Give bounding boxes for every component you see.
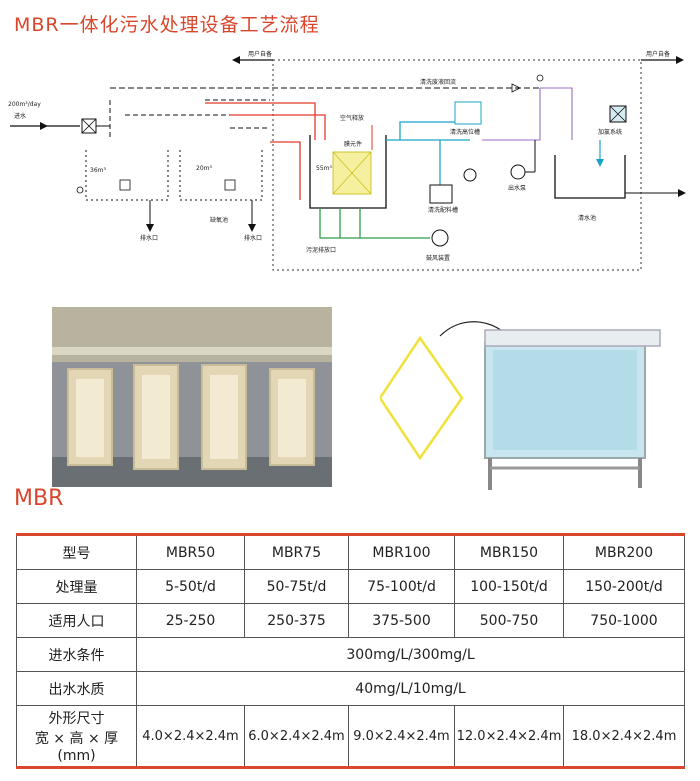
dimensions-label-line1: 外形尺寸	[48, 711, 105, 727]
wash-prep-tank-label: 清洗配料槽	[428, 206, 458, 214]
row-label-dimensions: 外形尺寸 宽 × 高 × 厚 (mm)	[16, 705, 137, 769]
page-title: MBR一体化污水处理设备工艺流程	[14, 14, 320, 36]
capacity-cell: 5-50t/d	[136, 569, 245, 604]
chlorination-label: 加氯系统	[598, 128, 622, 136]
tank3-volume: 55m³	[316, 165, 332, 172]
dimensions-cell: 12.0×2.4×2.4m	[454, 705, 564, 769]
membrane-modules-photo	[52, 307, 332, 487]
user-owned-label-2: 用户自备	[646, 50, 670, 58]
outlet-pump-label: 出水泵	[508, 184, 526, 192]
row-label-outflow: 出水水质	[16, 671, 137, 706]
drain-label-2: 排水口	[244, 234, 262, 242]
process-flow-diagram: 用户自备 用户自备 清洗废液回流 200m³/day 进水 36m³ 排水口 2…	[8, 50, 686, 271]
clear-tank-label: 清水池	[578, 214, 596, 222]
inflow-rate-label: 200m³/day	[8, 101, 41, 108]
tank1-volume: 36m³	[90, 167, 106, 174]
wash-reflux-label: 清洗废液回流	[420, 78, 456, 86]
model-cell: MBR50	[136, 533, 245, 570]
membrane-module-label: 膜元件	[344, 140, 362, 148]
dimensions-label-line3: (mm)	[57, 748, 96, 764]
population-cell: 375-500	[348, 603, 455, 638]
capacity-cell: 75-100t/d	[348, 569, 455, 604]
row-label-inflow: 进水条件	[16, 637, 137, 672]
row-label-model: 型号	[16, 533, 137, 570]
population-cell: 25-250	[136, 603, 245, 638]
anoxic-tank-label: 缺氧池	[210, 216, 228, 224]
table-row-model: 型号 MBR50 MBR75 MBR100 MBR150 MBR200	[16, 533, 685, 570]
table-row-outflow: 出水水质 40mg/L/10mg/L	[16, 671, 685, 706]
model-cell: MBR150	[454, 533, 564, 570]
air-release-label: 空气释放	[340, 114, 364, 122]
dimensions-cell: 18.0×2.4×2.4m	[563, 705, 685, 769]
user-owned-label-1: 用户自备	[248, 50, 272, 58]
wash-tank-high-label: 清洗高位槽	[450, 128, 480, 136]
sludge-drain-label: 污泥排放口	[306, 246, 336, 254]
table-row-population: 适用人口 25-250 250-375 375-500 500-750 750-…	[16, 603, 685, 638]
dimensions-cell: 6.0×2.4×2.4m	[244, 705, 349, 769]
inflow-cell: 300mg/L/300mg/L	[136, 637, 685, 672]
row-label-population: 适用人口	[16, 603, 137, 638]
section-label: MBR	[14, 486, 64, 511]
table-row-inflow: 进水条件 300mg/L/300mg/L	[16, 637, 685, 672]
spec-table: 型号 MBR50 MBR75 MBR100 MBR150 MBR200 处理量 …	[16, 533, 685, 769]
population-cell: 250-375	[244, 603, 349, 638]
blower-label: 鼓风装置	[426, 254, 450, 262]
model-cell: MBR200	[563, 533, 685, 570]
model-cell: MBR100	[348, 533, 455, 570]
dimensions-cell: 4.0×2.4×2.4m	[136, 705, 245, 769]
tank2-volume: 20m³	[196, 165, 212, 172]
population-cell: 750-1000	[563, 603, 685, 638]
table-row-dimensions: 外形尺寸 宽 × 高 × 厚 (mm) 4.0×2.4×2.4m 6.0×2.4…	[16, 705, 685, 769]
table-row-capacity: 处理量 5-50t/d 50-75t/d 75-100t/d 100-150t/…	[16, 569, 685, 604]
model-cell: MBR75	[244, 533, 349, 570]
dimensions-label-line2: 宽 × 高 × 厚	[34, 731, 119, 747]
inflow-label: 进水	[14, 112, 26, 120]
drain-label-1: 排水口	[140, 234, 158, 242]
row-label-capacity: 处理量	[16, 569, 137, 604]
scope-boundary	[272, 59, 642, 271]
capacity-cell: 50-75t/d	[244, 569, 349, 604]
capacity-cell: 150-200t/d	[563, 569, 685, 604]
capacity-cell: 100-150t/d	[454, 569, 564, 604]
outflow-cell: 40mg/L/10mg/L	[136, 671, 685, 706]
population-cell: 500-750	[454, 603, 564, 638]
membrane-unit-illustration	[378, 308, 670, 498]
dimensions-cell: 9.0×2.4×2.4m	[348, 705, 455, 769]
